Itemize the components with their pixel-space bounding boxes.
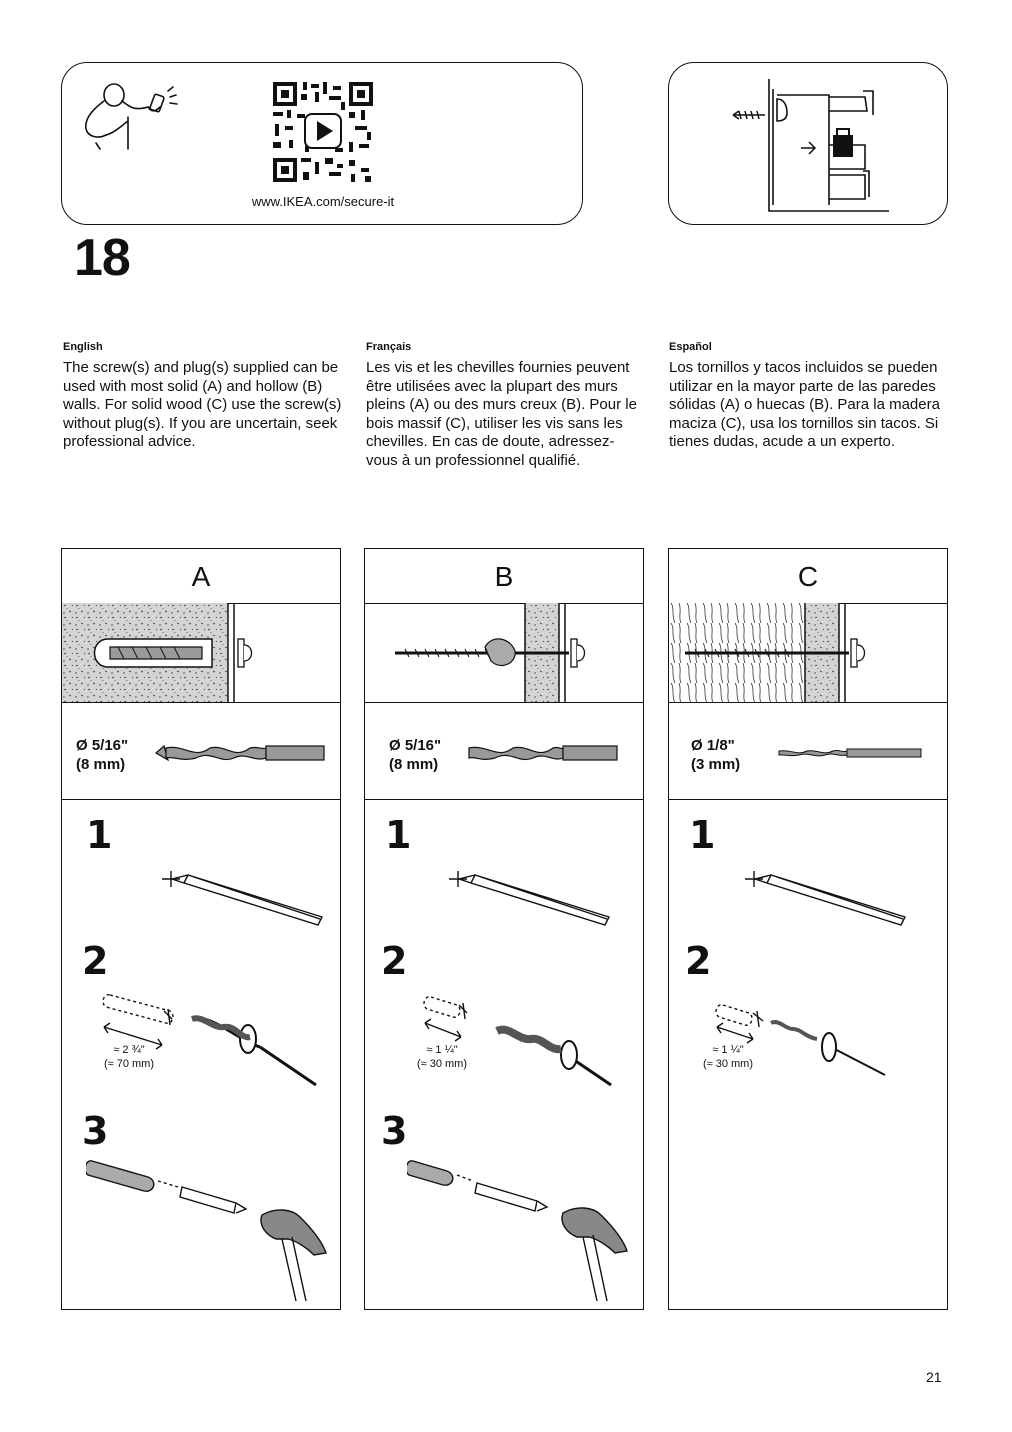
language-body: Les vis et les chevilles fournies peuven… [366,359,637,469]
language-block-french: Français Les vis et les chevilles fourni… [366,341,646,470]
panel-label: B [365,549,643,604]
step-1-number: 1 [86,813,113,857]
drill-bit-mm: (8 mm) [389,756,439,773]
drill-depth-mm: (≈ 30 mm) [416,1058,468,1070]
wall-anchor-illustration-box [668,62,948,225]
drill-depth-label: ≈ 1 ¼" (≈ 30 mm) [683,1043,773,1071]
steps-area: 1 2 ≈ 1 ¼" (≈ 30 mm) [669,799,947,1309]
panel-label: A [62,549,340,604]
wood-drill-bit-icon [468,745,618,761]
dresser-wall-anchor-illustration [732,79,889,212]
step-2-number: 2 [381,939,408,983]
drill-bit-size: Ø 5/16" [389,737,442,754]
drill-depth-label: ≈ 1 ¼" (≈ 30 mm) [397,1043,487,1071]
solid-wall-illustration [62,603,340,703]
drill-bit-label: Ø 5/16" (8 mm) [76,736,128,774]
drill-bit-size-row: Ø 1/8" (3 mm) [669,702,947,800]
language-title: Español [669,341,712,353]
language-block-english: English The screw(s) and plug(s) supplie… [63,341,343,452]
hammer-plug-illustration [86,1160,327,1302]
drill-depth-inches: ≈ 1 ¼" [426,1044,458,1056]
drilling-hole-illustration [715,1004,886,1076]
step-number: 18 [74,229,131,287]
drill-depth-mm: (≈ 30 mm) [702,1058,754,1070]
steps-area: 1 2 ≈ 2 ¾" (≈ 70 mm) 3 [62,799,340,1309]
masonry-drill-bit-icon [154,744,325,762]
hammer-plug-illustration [407,1160,628,1302]
step-1-number: 1 [385,813,412,857]
play-icon [317,121,333,141]
language-body: The screw(s) and plug(s) supplied can be… [63,359,342,450]
drill-bit-size: Ø 1/8" [691,737,735,754]
drill-bit-mm: (8 mm) [76,756,126,773]
step-1-number: 1 [689,813,716,857]
pencil-mark-icon [745,871,906,926]
qr-code[interactable] [271,80,375,184]
steps-area: 1 2 ≈ 1 ¼" (≈ 30 mm) 3 [365,799,643,1309]
language-block-spanish: Español Los tornillos y tacos incluidos … [669,341,949,452]
drill-bit-mm: (3 mm) [691,756,741,773]
step-2-number: 2 [82,939,109,983]
panel-solid-wall: A Ø 5/16" (8 mm) [61,548,341,1310]
panel-hollow-wall: B Ø 5/16" (8 mm) 1 [364,548,644,1310]
page-number: 21 [926,1369,942,1385]
drill-bit-size-row: Ø 5/16" (8 mm) [365,702,643,800]
language-body: Los tornillos y tacos incluidos se puede… [669,359,940,450]
drill-depth-mm: (≈ 70 mm) [103,1058,155,1070]
step-3-number: 3 [82,1109,109,1153]
drill-bit-label: Ø 5/16" (8 mm) [389,736,441,774]
drill-depth-inches: ≈ 1 ¼" [712,1044,744,1056]
drill-depth-label: ≈ 2 ¾" (≈ 70 mm) [84,1043,174,1071]
drill-depth-inches: ≈ 2 ¾" [113,1044,145,1056]
drill-bit-label: Ø 1/8" (3 mm) [691,736,740,774]
panel-label: C [669,549,947,604]
drilling-hole-illustration [423,996,612,1087]
step-3-number: 3 [381,1109,408,1153]
language-title: Français [366,341,412,353]
thin-drill-bit-icon [778,748,922,758]
panel-solid-wood: C Ø 1/8" (3 mm) 1 [668,548,948,1310]
qr-url-text[interactable]: www.IKEA.com/secure-it [251,194,395,209]
pencil-mark-icon [449,871,610,926]
drilling-hole-illustration [102,994,317,1087]
secure-it-info-box: www.IKEA.com/secure-it [61,62,583,225]
person-with-phone-illustration [85,83,178,150]
pencil-mark-icon [162,871,323,926]
step-2-number: 2 [685,939,712,983]
hollow-wall-illustration [365,603,643,703]
drill-bit-size: Ø 5/16" [76,737,129,754]
solid-wood-illustration [669,603,947,703]
drill-bit-size-row: Ø 5/16" (8 mm) [62,702,340,800]
language-title: English [63,341,103,353]
